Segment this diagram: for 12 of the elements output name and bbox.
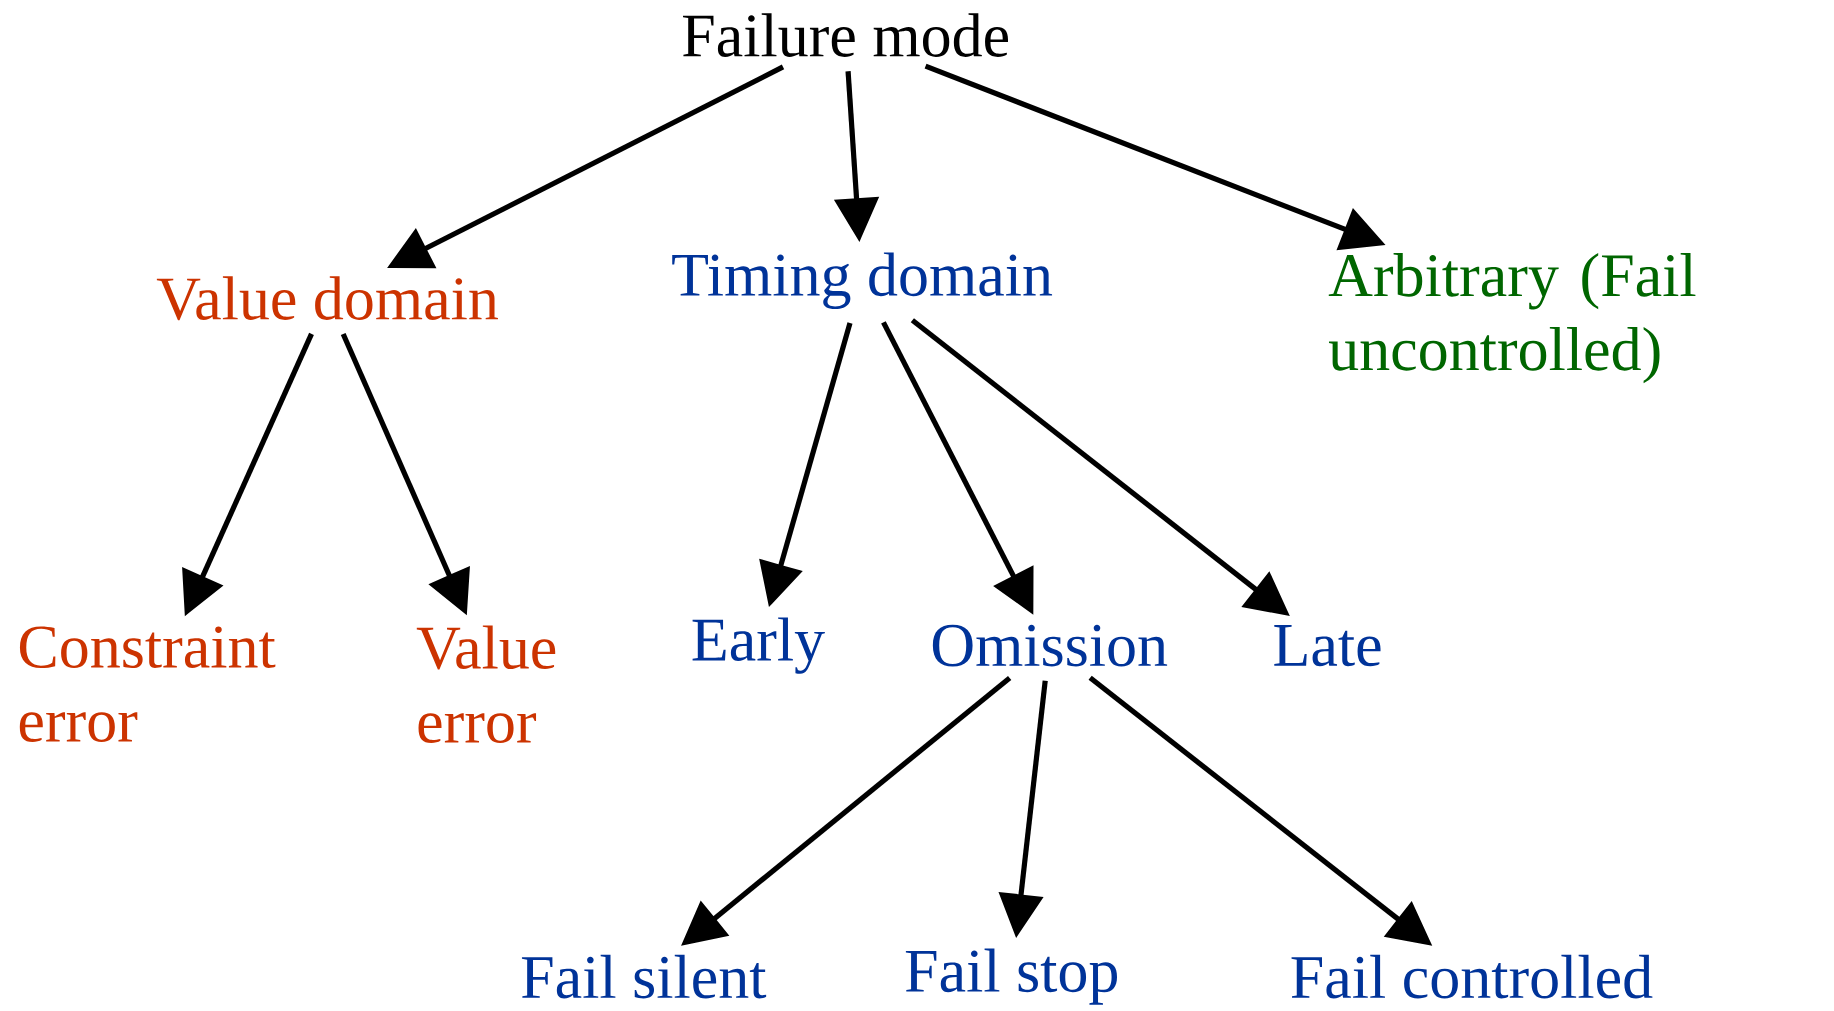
node-label: Value domain (156, 276, 498, 321)
node-label: Fail controlled (1291, 955, 1653, 999)
node-label: Timing domain (672, 252, 1053, 310)
node-label: Late (1274, 625, 1381, 667)
node-label: Fail stop (905, 948, 1117, 1005)
node-label: Omission (932, 625, 1168, 667)
node-label: Early (692, 617, 825, 675)
node-label: Failure mode (683, 13, 1008, 58)
node-label: Value error (416, 625, 556, 744)
node-label: Arbitrary (Fail uncontrolled) (1328, 253, 1696, 384)
node-label: Constraint error (19, 626, 276, 743)
node-label: Fail silent (521, 955, 767, 999)
